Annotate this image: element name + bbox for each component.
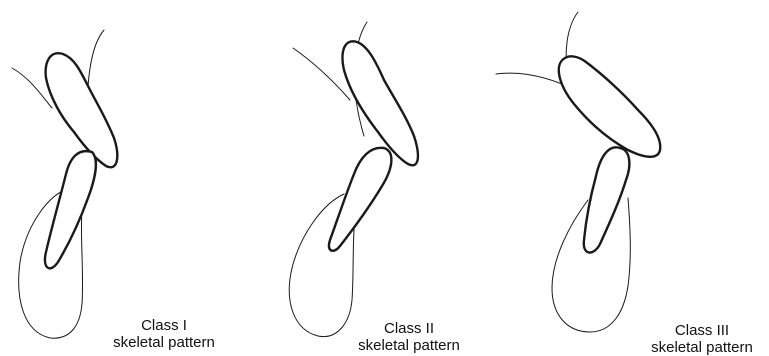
lower-incisor-crown [329,148,391,251]
panel-class-1 [12,30,117,338]
lower-incisor-crown [45,151,96,268]
pattern-label: skeletal pattern [104,334,224,351]
caption-class-1: Class I skeletal pattern [104,317,224,351]
caption-class-3: Class III skeletal pattern [640,322,764,356]
class-label: Class II [349,320,469,337]
upper-incisor-crown [559,56,660,156]
class-label: Class III [640,322,764,339]
upper-incisor-crown [46,53,118,167]
panel-class-3 [496,12,660,332]
lower-incisor-crown [584,147,630,252]
class-label: Class I [104,317,224,334]
caption-class-2: Class II skeletal pattern [349,320,469,354]
panel-class-2 [289,22,418,337]
pattern-label: skeletal pattern [640,339,764,356]
pattern-label: skeletal pattern [349,337,469,354]
